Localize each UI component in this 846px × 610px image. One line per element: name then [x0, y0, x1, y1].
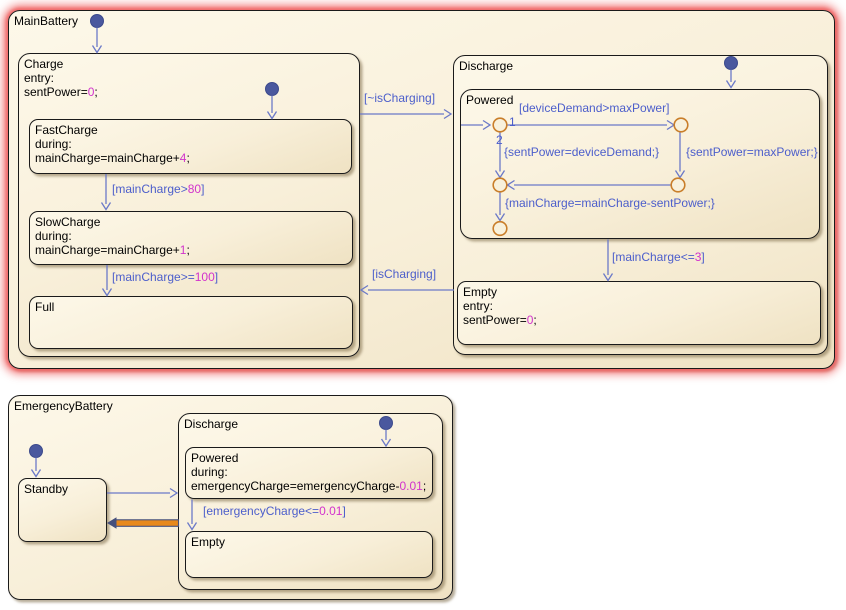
transition-label-devicedemand[interactable]: [deviceDemand>maxPower]	[519, 101, 670, 115]
state-code-line: emergencyCharge=emergencyCharge-0.01;	[191, 479, 427, 493]
state-code-line: sentPower=0;	[24, 85, 98, 99]
state-powered-emergency[interactable]: Powered during: emergencyCharge=emergenc…	[185, 447, 433, 499]
state-empty-main[interactable]: Empty entry: sentPower=0;	[457, 281, 821, 345]
transition-label-sentpower-devicedemand[interactable]: {sentPower=deviceDemand;}	[504, 145, 660, 159]
state-title-powered-emergency: Powered	[191, 451, 239, 465]
state-code-line: during:	[191, 465, 228, 479]
state-slow-charge[interactable]: SlowCharge during: mainCharge=mainCharge…	[29, 211, 353, 265]
state-code-line: mainCharge=mainCharge+1;	[35, 243, 190, 257]
transition-label-maincharge-ge-100[interactable]: [mainCharge>=100]	[112, 270, 219, 284]
branch-label-1[interactable]: 1	[509, 115, 516, 129]
state-code-line: during:	[35, 137, 72, 151]
state-title-slow-charge: SlowCharge	[35, 215, 101, 229]
state-code-line: during:	[35, 229, 72, 243]
transition-label-emergencycharge-le[interactable]: [emergencyCharge<=0.01]	[203, 504, 346, 518]
state-code-line: entry:	[463, 299, 494, 313]
state-title-charge: Charge	[24, 57, 64, 71]
state-title-emergency-battery: EmergencyBattery	[14, 399, 113, 413]
transition-label-maincharge-le-3[interactable]: [mainCharge<=3]	[612, 250, 705, 264]
state-code-line: mainCharge=mainCharge+4;	[35, 151, 190, 165]
state-code-line: sentPower=0;	[463, 313, 537, 327]
transition-label-not-ischarging[interactable]: [~isCharging]	[364, 91, 436, 105]
transition-label-maincharge-gt-80[interactable]: [mainCharge>80]	[112, 182, 205, 196]
state-title-empty-emergency: Empty	[191, 535, 226, 549]
state-title-main-battery: MainBattery	[14, 14, 79, 28]
transition-label-ischarging[interactable]: [isCharging]	[372, 267, 437, 281]
state-code-line: entry:	[24, 71, 55, 85]
state-full[interactable]: Full	[29, 296, 353, 349]
branch-label-2[interactable]: 2	[496, 133, 503, 147]
state-empty-emergency[interactable]: Empty	[185, 531, 433, 578]
state-powered-main[interactable]: Powered	[460, 89, 820, 239]
state-title-full: Full	[35, 300, 55, 314]
transition-label-sentpower-maxpower[interactable]: {sentPower=maxPower;}	[686, 145, 818, 159]
state-title-discharge-emergency: Discharge	[184, 417, 239, 431]
state-standby[interactable]: Standby	[18, 478, 107, 542]
state-title-standby: Standby	[24, 482, 69, 496]
state-fast-charge[interactable]: FastCharge during: mainCharge=mainCharge…	[29, 119, 352, 174]
transition-label-maincharge-minus-sentpower[interactable]: {mainCharge=mainCharge-sentPower;}	[505, 196, 715, 210]
state-title-powered-main: Powered	[466, 93, 514, 107]
state-title-empty-main: Empty	[463, 285, 498, 299]
state-title-discharge-main: Discharge	[459, 59, 514, 73]
state-title-fast-charge: FastCharge	[35, 123, 98, 137]
